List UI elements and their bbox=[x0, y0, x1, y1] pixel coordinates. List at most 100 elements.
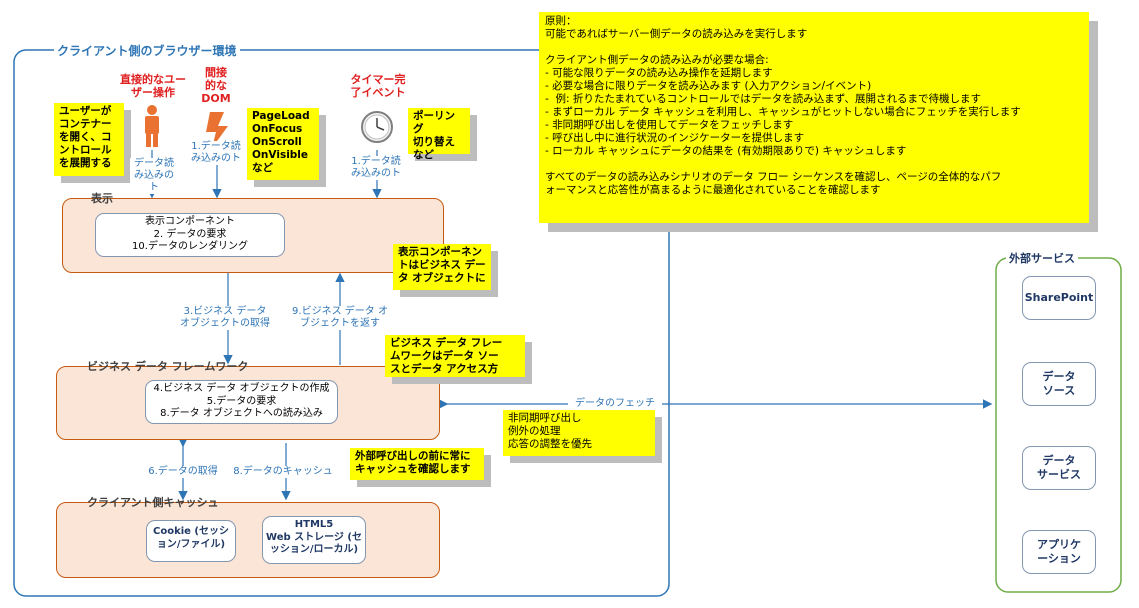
trigger-timer: タイマー完 了イベント bbox=[338, 73, 418, 99]
note-async-line: 非同期呼び出し bbox=[508, 412, 582, 424]
display-line-2: 2. データの要求 bbox=[153, 228, 227, 240]
trigger-dom-line-2: 的な bbox=[205, 79, 227, 92]
principle-line bbox=[545, 41, 1083, 54]
cache-container bbox=[56, 502, 440, 578]
framework-label: ビジネス データ フレームワーク bbox=[87, 360, 249, 373]
edge-return-bo: 9.ビジネス データ オ ブジェクトを返す bbox=[280, 306, 400, 330]
edge-load-2-line: 1.データ読 bbox=[191, 141, 241, 152]
note-events-line: OnFocus bbox=[252, 123, 303, 135]
trigger-dom-line-3: DOM bbox=[201, 92, 231, 105]
note-events-line: OnScroll bbox=[252, 136, 302, 148]
display-line-1: 表示コンポーネント bbox=[145, 216, 235, 227]
trigger-dom-line-1: 間接 bbox=[205, 66, 227, 79]
principle-line bbox=[545, 158, 1083, 171]
cache-html5-line: Web ストレージ (セ bbox=[266, 531, 362, 543]
edge-load-3-line: 1.データ読 bbox=[351, 156, 401, 167]
principle-line: - 例: 折りたたまれているコントロールではデータを読み込まず、展開されるまで待… bbox=[545, 93, 981, 105]
note-events-line: など bbox=[252, 162, 273, 174]
trigger-user-line-1: 直接的なユー bbox=[120, 73, 186, 86]
edge-load-3-line: み込みのト bbox=[351, 168, 401, 179]
client-env-border bbox=[13, 49, 670, 597]
note-expand-line: を開く、コ bbox=[59, 131, 112, 143]
edge-get-bo: 3.ビジネス データ オブジェクトの取得 bbox=[168, 306, 282, 330]
note-expand-line: ントロール bbox=[59, 144, 112, 156]
cache-html5-line: HTML5 bbox=[294, 519, 334, 530]
edge-load-2-line: み込みのト bbox=[191, 153, 241, 164]
external-title: 外部サービス bbox=[1006, 250, 1078, 266]
note-framework-line: ビジネス データ フレー bbox=[390, 337, 503, 349]
principle-line: - 呼び出し中に進行状況のインジケーターを提供します bbox=[545, 132, 805, 144]
service-application: アプリケ ーション bbox=[1022, 530, 1096, 574]
client-env-title: クライアント側のブラウザー環境 bbox=[54, 42, 240, 59]
edge-load-1-line: み込みのト bbox=[134, 170, 174, 193]
principle-line: 原則： bbox=[545, 15, 577, 27]
note-polling-line: 切り替え bbox=[413, 136, 455, 148]
cache-cookie-line: Cookie (セッシ bbox=[153, 526, 229, 537]
note-display-line: タ オブジェクトに bbox=[398, 272, 486, 284]
edge-load-2: 1.データ読 み込みのト bbox=[188, 141, 244, 165]
note-polling-line: など bbox=[413, 149, 434, 161]
principle-line: 可能であればサーバー側データの読み込みを実行します bbox=[545, 28, 808, 40]
note-cache: 外部呼び出しの前に常に キャッシュを確認します bbox=[350, 448, 484, 480]
note-expand-line: ユーザーが bbox=[59, 105, 112, 117]
cache-html5: HTML5 Web ストレージ (セ ッション/ローカル) bbox=[262, 516, 366, 564]
cache-label: クライアント側キャッシュ bbox=[87, 496, 219, 509]
service-data-service: データ サービス bbox=[1022, 446, 1096, 490]
note-expand-line: コンテナー bbox=[59, 118, 112, 130]
note-polling-line: ポーリング bbox=[413, 110, 455, 135]
trigger-timer-line-2: 了イベント bbox=[350, 86, 406, 99]
note-async-line: 例外の処理 bbox=[508, 425, 561, 437]
principle-line: - 必要な場合に限りデータを読み込みます (入力アクション/イベント) bbox=[545, 80, 872, 92]
principle-line: - 非同期呼び出しを使用してデータをフェッチします bbox=[545, 119, 794, 131]
note-framework-line: スとデータ アクセス方 bbox=[390, 363, 499, 375]
note-display: 表示コンポーネン トはビジネス デー タ オブジェクトに bbox=[393, 244, 491, 290]
principle-line: ォーマンスと応答性が高まるように最適化されていることを確認します bbox=[545, 184, 881, 196]
principle-line: - ローカル キャッシュにデータの結果を (有効期限ありで) キャッシュします bbox=[545, 145, 907, 157]
edge-cache-put: 8.データのキャッシュ bbox=[228, 466, 338, 478]
principle-line: - まずローカル データ キャッシュを利用し、キャッシュがヒットしない場合にフェ… bbox=[545, 106, 1021, 118]
cache-html5-line: ッション/ローカル) bbox=[269, 544, 359, 555]
principle-line: - 可能な限りデータの読み込み操作を延期します bbox=[545, 67, 773, 79]
note-polling: ポーリング 切り替え など bbox=[408, 108, 470, 161]
cache-cookie: Cookie (セッシ ョン/ファイル) bbox=[146, 520, 236, 562]
clock-icon bbox=[361, 111, 393, 143]
edge-return-bo-line: ブジェクトを返す bbox=[300, 318, 380, 329]
person-icon bbox=[145, 105, 159, 147]
principles-note: 原則： 可能であればサーバー側データの読み込みを実行します クライアント側データ… bbox=[539, 12, 1089, 223]
note-async-line: 応答の調整を優先 bbox=[508, 438, 592, 450]
edge-fetch: データのフェッチ bbox=[568, 398, 662, 410]
edge-get-bo-line: オブジェクトの取得 bbox=[180, 318, 270, 329]
edge-get-bo-line: 3.ビジネス データ bbox=[183, 306, 267, 317]
trigger-timer-line-1: タイマー完 bbox=[350, 73, 406, 86]
edge-load-1-line: データ読 bbox=[134, 158, 174, 169]
principle-line: すべてのデータの読み込みシナリオのデータ フロー シーケンスを確認し、ページの全… bbox=[545, 171, 1002, 183]
trigger-dom: 間接 的な DOM bbox=[196, 66, 236, 105]
note-display-line: トはビジネス デー bbox=[398, 259, 486, 271]
principle-line: クライアント側データの読み込みが必要な場合: bbox=[545, 54, 769, 66]
lightning-icon bbox=[206, 112, 228, 148]
display-component: 表示コンポーネント 2. データの要求 10.データのレンダリング bbox=[95, 213, 285, 257]
note-framework: ビジネス データ フレー ムワークはデータ ソー スとデータ アクセス方 bbox=[385, 335, 525, 377]
framework-line-2: 5.データの要求 bbox=[206, 395, 277, 407]
note-events: PageLoad OnFocus OnScroll OnVisible など bbox=[247, 108, 319, 180]
note-expand: ユーザーが コンテナー を開く、コ ントロール を展開する bbox=[54, 103, 124, 176]
framework-line-1: 4.ビジネス データ オブジェクトの作成 bbox=[153, 383, 330, 394]
trigger-user-line-2: ザー操作 bbox=[131, 86, 175, 99]
trigger-user-action: 直接的なユー ザー操作 bbox=[106, 73, 200, 99]
note-events-line: PageLoad bbox=[252, 110, 310, 122]
edge-return-bo-line: 9.ビジネス データ オ bbox=[292, 306, 388, 317]
note-async: 非同期呼び出し 例外の処理 応答の調整を優先 bbox=[503, 410, 655, 456]
note-cache-line: キャッシュを確認します bbox=[355, 463, 471, 475]
note-cache-line: 外部呼び出しの前に常に bbox=[355, 450, 471, 462]
framework-component: 4.ビジネス データ オブジェクトの作成 5.データの要求 8.データ オブジェ… bbox=[145, 380, 338, 424]
note-expand-line: を展開する bbox=[59, 157, 112, 169]
framework-line-3: 8.データ オブジェクトへの読み込み bbox=[160, 408, 323, 419]
service-sharepoint: SharePoint bbox=[1022, 276, 1096, 320]
edge-cache-get: 6.データの取得 bbox=[140, 466, 226, 478]
display-line-3: 10.データのレンダリング bbox=[132, 241, 248, 252]
cache-cookie-line: ョン/ファイル) bbox=[156, 538, 226, 550]
note-framework-line: ムワークはデータ ソー bbox=[390, 350, 499, 362]
note-display-line: 表示コンポーネン bbox=[398, 246, 482, 258]
note-events-line: OnVisible bbox=[252, 149, 309, 161]
